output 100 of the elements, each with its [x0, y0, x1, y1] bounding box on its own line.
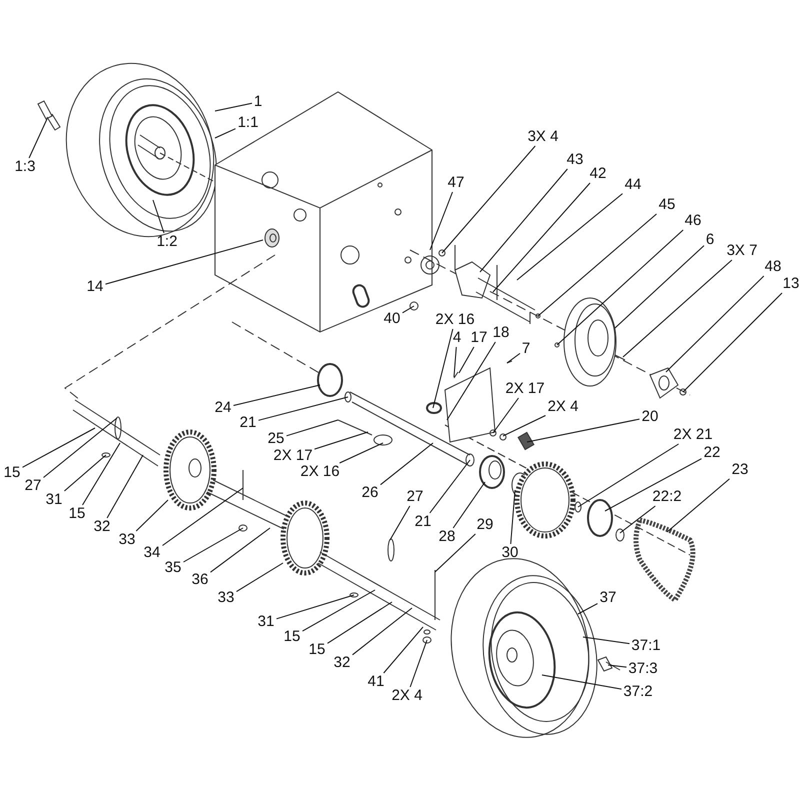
leader-line	[526, 418, 640, 442]
callout-number: 29	[476, 517, 494, 533]
callout-number: 3X 4	[528, 129, 558, 145]
callout-number: 15	[4, 465, 20, 481]
callout-number: 32	[334, 655, 350, 671]
leader-line	[28, 118, 48, 158]
callout-number: 37:2	[623, 684, 653, 700]
callout-number: 48	[764, 259, 782, 275]
leader-line	[682, 292, 782, 392]
leader-line	[430, 192, 453, 250]
leader-line	[516, 193, 623, 280]
leader-line	[410, 640, 428, 688]
callout-number: 24	[214, 400, 232, 416]
callout-number: 21	[240, 415, 256, 431]
callout-number: 45	[658, 197, 676, 213]
callout-number: 33	[218, 590, 234, 606]
leader-line	[183, 528, 244, 562]
callout-number: 4	[452, 330, 462, 346]
leader-line	[432, 328, 454, 408]
callout-number: 2X 17	[505, 381, 545, 397]
leader-line	[604, 458, 702, 512]
callout-number: 6	[706, 232, 714, 248]
leader-line	[339, 442, 384, 464]
leader-line	[286, 420, 338, 436]
callout-number: 46	[684, 213, 702, 229]
callout-number: 2X 17	[273, 448, 313, 464]
leader-line	[43, 418, 118, 478]
callout-number: 37	[600, 590, 616, 606]
callout-number: 36	[192, 572, 208, 588]
leader-line	[480, 168, 568, 272]
leader-line	[454, 346, 457, 378]
leader-line	[390, 506, 410, 540]
callout-number: 23	[732, 462, 748, 478]
leader-line	[383, 626, 424, 674]
callout-number: 44	[624, 177, 642, 193]
leader-line	[210, 528, 270, 573]
callout-number: 32	[94, 519, 110, 535]
callout-number: 26	[362, 485, 378, 501]
leader-line	[666, 276, 764, 372]
leader-line	[302, 590, 376, 632]
callout-number: 3X 7	[726, 243, 758, 259]
leader-line	[578, 444, 680, 508]
leader-line	[314, 432, 368, 450]
leader-line	[236, 562, 284, 592]
leader-line	[82, 442, 120, 506]
leader-line	[152, 200, 164, 234]
callout-number: 2X 16	[435, 312, 475, 328]
leader-line	[22, 428, 96, 468]
leader-line	[214, 128, 236, 138]
leader-line	[666, 478, 730, 532]
leader-line	[233, 384, 320, 406]
leader-line	[622, 260, 732, 358]
leader-line	[510, 490, 516, 544]
callout-number: 1:2	[156, 234, 178, 250]
leader-line	[446, 342, 496, 420]
callout-number: 37:1	[631, 638, 661, 654]
callout-number: 21	[414, 514, 432, 530]
callout-number: 2X 4	[392, 688, 422, 704]
leader-line	[106, 454, 144, 518]
callout-number: 31	[258, 614, 274, 630]
callout-number: 2X 4	[548, 399, 578, 415]
callout-number: 1	[254, 94, 262, 110]
callout-number: 31	[46, 492, 62, 508]
callout-number: 22:2	[652, 489, 682, 505]
callout-number: 41	[368, 674, 384, 690]
leader-line	[327, 602, 392, 644]
leader-line	[556, 230, 684, 346]
callout-number: 1:1	[238, 115, 258, 131]
callout-number: 33	[118, 532, 136, 548]
callout-number: 37:3	[628, 661, 658, 677]
leader-line	[614, 245, 704, 328]
leader-line	[492, 182, 590, 292]
leader-line	[136, 500, 168, 532]
callout-number: 30	[502, 545, 518, 561]
leader-line	[608, 664, 627, 668]
leader-line	[442, 146, 536, 254]
callout-number: 27	[406, 489, 424, 505]
callout-number: 25	[268, 431, 284, 447]
leader-line	[506, 352, 520, 364]
leader-line	[276, 594, 354, 620]
callout-number: 43	[566, 152, 584, 168]
callout-number: 2X 16	[300, 464, 340, 480]
leader-line	[429, 460, 470, 514]
callout-number: 27	[24, 478, 42, 494]
callout-number: 15	[284, 629, 300, 645]
callout-number: 7	[522, 341, 530, 357]
leader-line	[162, 488, 244, 546]
callout-number: 2X 21	[673, 427, 713, 443]
leader-line	[538, 214, 657, 316]
callout-number: 35	[164, 560, 182, 576]
leader-line	[434, 534, 476, 572]
callout-number: 17	[470, 330, 488, 346]
leader-line	[380, 442, 434, 486]
leader-line	[402, 306, 414, 314]
leader-line	[458, 346, 474, 374]
leader-line	[64, 454, 106, 492]
leader-line	[492, 398, 519, 434]
callout-number: 15	[308, 642, 326, 658]
callout-number: 47	[448, 175, 464, 191]
leader-line	[452, 482, 486, 528]
